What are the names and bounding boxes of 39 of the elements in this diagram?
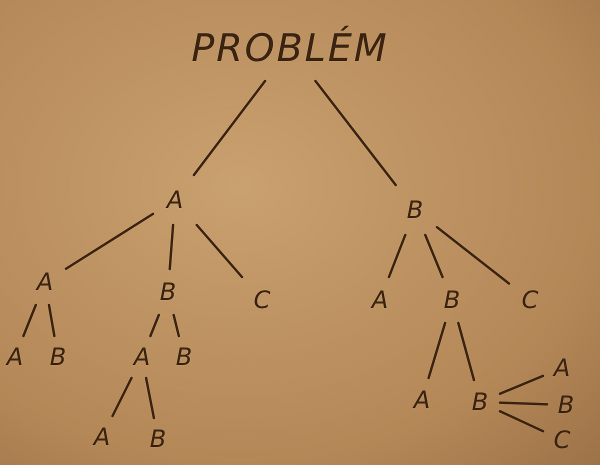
- tree-branch-line: [314, 80, 397, 186]
- tree-node-label: B: [472, 388, 488, 416]
- tree-node-label: C: [254, 286, 270, 314]
- tree-branch-line: [457, 322, 476, 382]
- tree-node-label: C: [554, 426, 570, 454]
- tree-node-label: B: [176, 343, 192, 371]
- tree-node-label: A: [94, 423, 110, 451]
- tree-node-label: A: [134, 343, 150, 371]
- tree-branch-line: [172, 314, 180, 338]
- tree-node-label: B: [558, 391, 574, 419]
- tree-node-label: C: [522, 286, 538, 314]
- tree-branch-line: [498, 374, 544, 395]
- tree-node-label: A: [554, 354, 570, 382]
- tree-node-label: PROBLÉM: [191, 26, 389, 70]
- tree-branch-line: [192, 80, 266, 176]
- tree-branch-line: [436, 226, 510, 285]
- tree-branch-line: [144, 376, 156, 420]
- tree-node-label: B: [160, 278, 176, 306]
- tree-branch-line: [427, 322, 446, 380]
- tree-branch-line: [424, 234, 444, 278]
- tree-branch-line: [111, 376, 133, 418]
- tree-branch-line: [48, 304, 56, 338]
- tree-node-label: A: [166, 186, 184, 214]
- tree-branch-line: [64, 212, 154, 270]
- tree-node-label: B: [406, 196, 424, 224]
- tree-branch-line: [149, 314, 160, 338]
- tree-branch-line: [498, 402, 548, 406]
- tree-node-label: B: [150, 425, 166, 453]
- tree-branch-line: [22, 304, 37, 338]
- tree-branch-line: [168, 224, 174, 270]
- tree-branch-line: [196, 224, 244, 278]
- tree-branch-line: [388, 234, 406, 278]
- tree-node-label: A: [372, 286, 388, 314]
- tree-node-label: A: [36, 268, 54, 296]
- tree-node-label: B: [50, 343, 66, 371]
- tree-node-label: A: [414, 386, 430, 414]
- tree-branch-line: [498, 410, 544, 432]
- tree-node-label: B: [444, 286, 460, 314]
- tree-node-label: A: [6, 343, 24, 371]
